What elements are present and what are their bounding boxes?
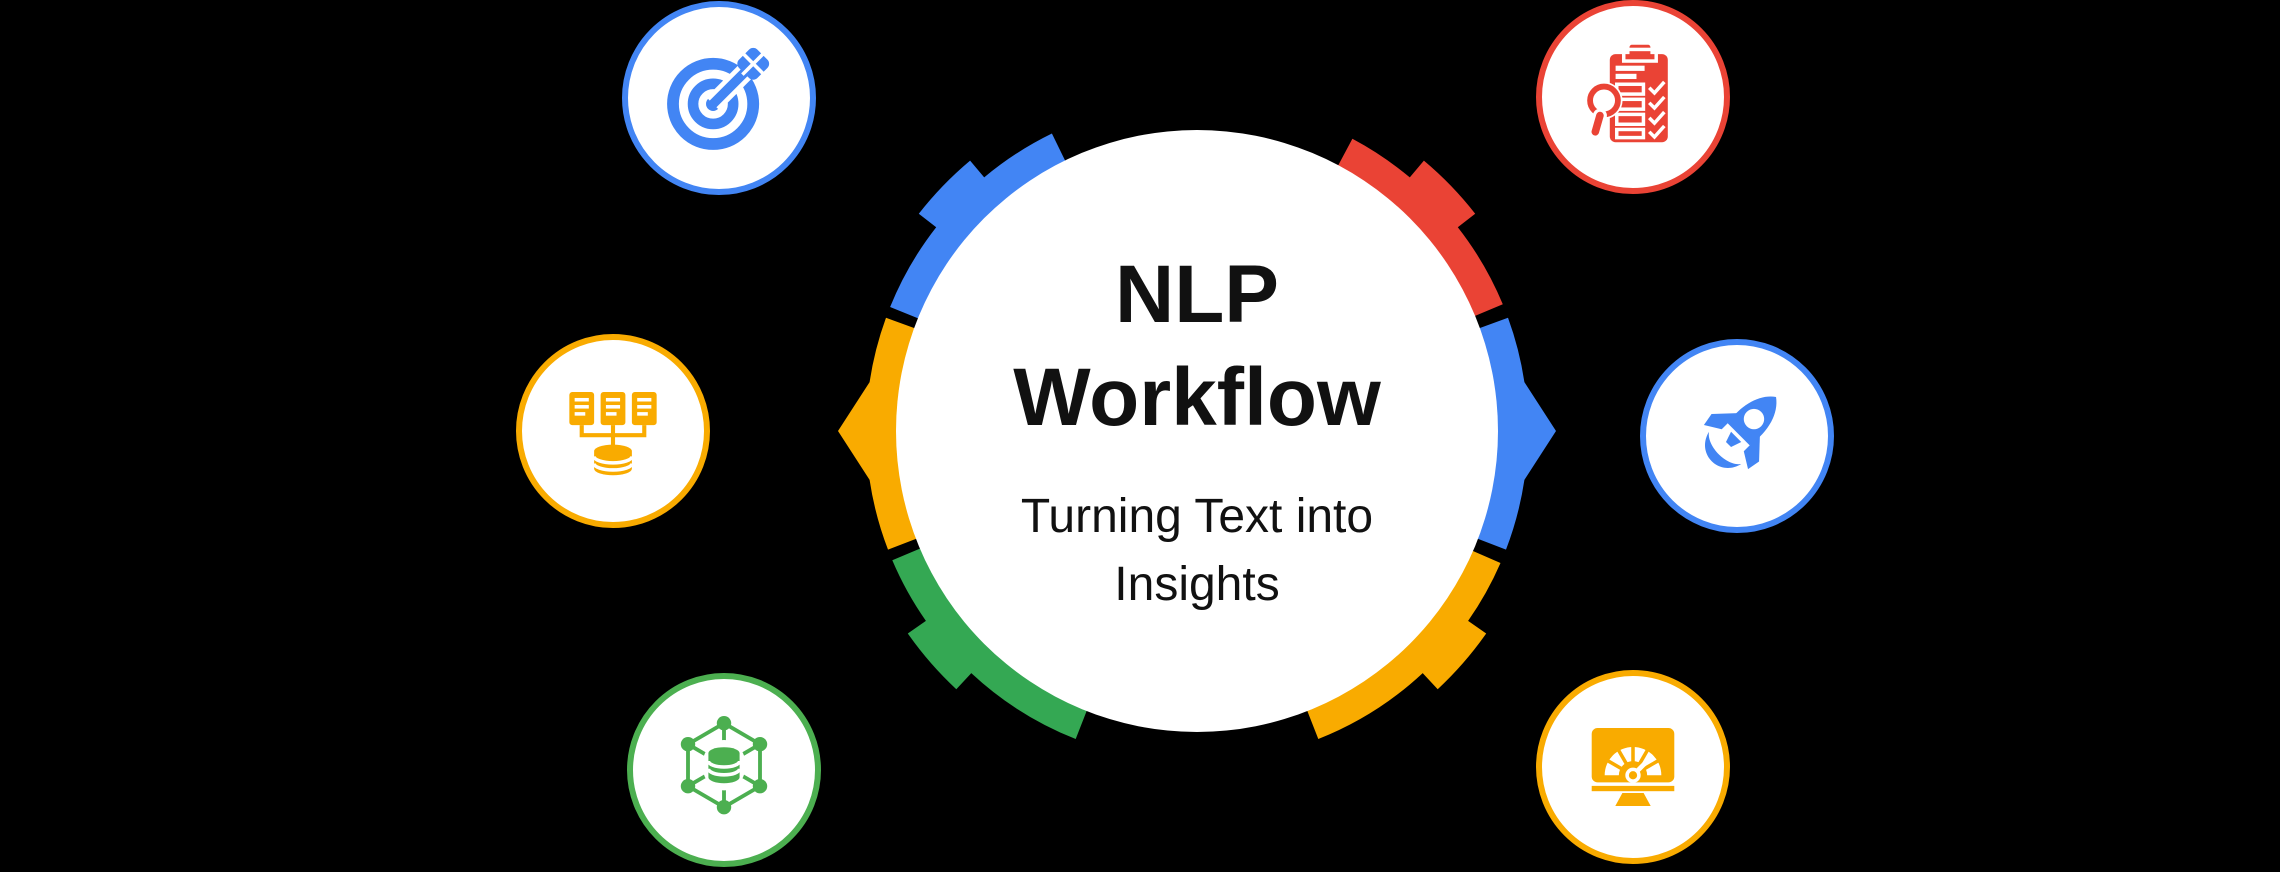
ring-segment-bottom-left <box>892 548 1087 739</box>
subtitle: Turning Text into Insights <box>1021 483 1373 617</box>
ring-segment-left <box>838 317 917 550</box>
node-rocket <box>1640 339 1834 533</box>
node-data-collection <box>516 334 710 528</box>
title-line-2: Workflow <box>1013 351 1381 443</box>
node-dashboard <box>1536 670 1730 864</box>
node-network <box>627 673 821 867</box>
checklist-magnifier-icon <box>1585 44 1668 143</box>
rocket-icon <box>1703 396 1777 470</box>
ring-segment-top-right <box>1337 138 1503 317</box>
title-line-1: NLP <box>1115 249 1279 341</box>
data-sources-icon <box>569 392 657 476</box>
ring-segment-bottom-right <box>1307 550 1501 739</box>
dashboard-gauge-icon <box>1591 728 1675 806</box>
ring-segment-right <box>1477 317 1556 550</box>
network-database-icon <box>680 716 768 815</box>
node-target <box>622 1 816 195</box>
target-icon <box>667 47 770 150</box>
subtitle-line-2: Insights <box>1114 557 1280 611</box>
center-circle: NLP Workflow Turning Text into Insights <box>896 130 1498 732</box>
node-checklist <box>1536 0 1730 194</box>
subtitle-line-1: Turning Text into <box>1020 490 1374 544</box>
